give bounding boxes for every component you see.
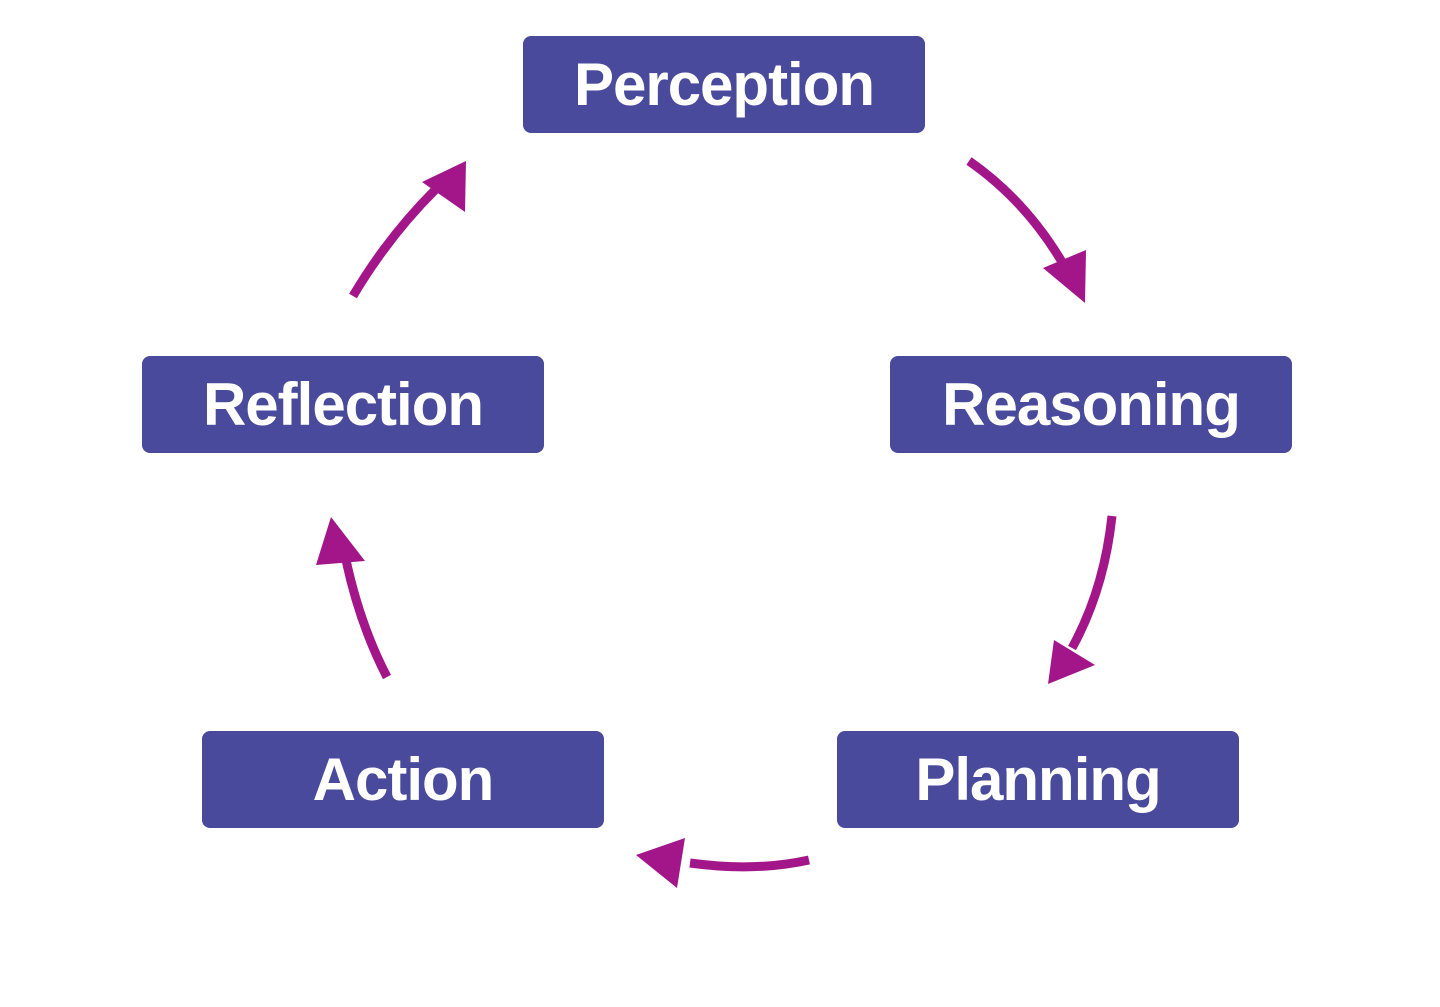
node-reasoning-label: Reasoning xyxy=(942,371,1241,438)
arrow-reflection-to-perception xyxy=(349,161,466,299)
node-planning: Planning xyxy=(837,731,1239,828)
node-reflection-label: Reflection xyxy=(202,371,484,438)
arrow-planning-to-action xyxy=(636,838,810,888)
arrow-action-to-reflection-head xyxy=(316,517,365,565)
arrow-action-to-reflection xyxy=(316,517,391,680)
arrow-reflection-to-perception-head xyxy=(422,161,466,212)
node-reflection: Reflection xyxy=(142,356,544,453)
node-reasoning: Reasoning xyxy=(890,356,1292,453)
arrow-reasoning-to-planning xyxy=(1048,515,1117,684)
arrow-perception-to-reasoning-head xyxy=(1043,250,1086,303)
arrow-action-to-reflection-line xyxy=(341,559,391,680)
arrow-planning-to-action-line xyxy=(689,855,810,872)
arrow-perception-to-reasoning xyxy=(966,157,1086,303)
node-perception: Perception xyxy=(523,36,925,133)
arrow-reflection-to-perception-line xyxy=(349,186,439,299)
node-perception-label: Perception xyxy=(573,51,875,118)
arrow-reasoning-to-planning-line xyxy=(1068,515,1117,651)
node-action: Action xyxy=(202,731,604,828)
node-action-label: Action xyxy=(312,746,495,813)
arrow-perception-to-reasoning-line xyxy=(966,157,1066,265)
arrow-reasoning-to-planning-head xyxy=(1048,640,1095,684)
arrow-planning-to-action-head xyxy=(636,838,685,888)
node-planning-label: Planning xyxy=(915,746,1161,813)
